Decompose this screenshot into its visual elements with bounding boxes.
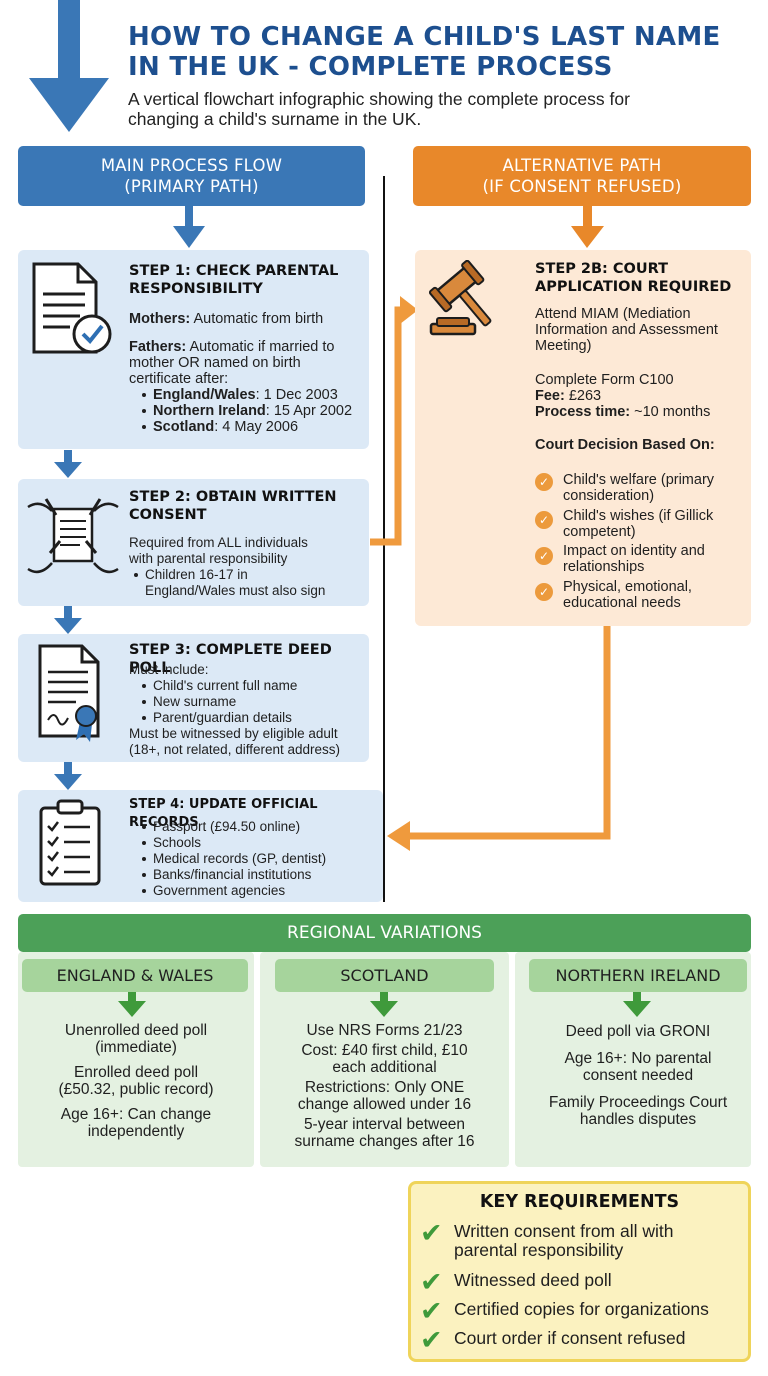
- down-arrow-icon: [118, 992, 146, 1017]
- list-item: ✔ Certified copies for organizations: [420, 1296, 709, 1327]
- list-item: Northern Ireland: 15 Apr 2002: [129, 403, 364, 419]
- check-icon: ✔: [420, 1218, 443, 1249]
- list-item: ✔ Court order if consent refused: [420, 1325, 686, 1356]
- down-arrow-icon: [370, 992, 398, 1017]
- step4-list: Passport (£94.50 online) Schools Medical…: [129, 819, 379, 899]
- check-icon: ✓: [535, 473, 553, 491]
- signing-hands-icon: [27, 498, 119, 574]
- step3-body: Must include: Child's current full name …: [129, 662, 369, 758]
- list-item: New surname: [129, 694, 369, 710]
- region-scotland: SCOTLAND Use NRS Forms 21/23 Cost: £40 f…: [260, 952, 509, 1167]
- list-item: ✔ Witnessed deed poll: [420, 1267, 612, 1298]
- list-item: Passport (£94.50 online): [129, 819, 379, 835]
- list-item: Medical records (GP, dentist): [129, 851, 379, 867]
- check-icon: ✓: [535, 547, 553, 565]
- gavel-icon: [428, 260, 492, 336]
- list-item: ✓ Physical, emotional,educational needs: [535, 579, 745, 615]
- regional-header: REGIONAL VARIATIONS: [18, 914, 751, 952]
- alternative-path-header: ALTERNATIVE PATH(IF CONSENT REFUSED): [413, 146, 751, 206]
- page-title: HOW TO CHANGE A CHILD'S LAST NAME IN THE…: [128, 22, 721, 82]
- list-item: England/Wales: 1 Dec 2003: [129, 387, 364, 403]
- down-arrow-icon: [623, 992, 651, 1017]
- region-tab-northern-ireland: NORTHERN IRELAND: [529, 959, 747, 992]
- region-ni-text: Deed poll via GRONI Age 16+: No parental…: [548, 1023, 728, 1128]
- step3-title: STEP 3: COMPLETE DEED POLL: [129, 642, 332, 676]
- main-process-header: MAIN PROCESS FLOW(PRIMARY PATH): [18, 146, 365, 206]
- key-requirements-title: KEY REQUIREMENTS: [479, 1192, 680, 1212]
- list-item: Government agencies: [129, 883, 379, 899]
- column-divider: [383, 176, 385, 902]
- step1-body: Mothers: Automatic from birth Fathers: A…: [129, 311, 364, 435]
- region-northern-ireland: NORTHERN IRELAND Deed poll via GRONI Age…: [515, 952, 751, 1167]
- step2b-body: Attend MIAM (Mediation Information and A…: [535, 306, 718, 453]
- list-item: Banks/financial institutions: [129, 867, 379, 883]
- key-requirements-box: [408, 1181, 751, 1362]
- clipboard-checklist-icon: [39, 799, 101, 886]
- page-subtitle: A vertical flowchart infographic showing…: [128, 89, 630, 129]
- list-item: Scotland: 4 May 2006: [129, 419, 364, 435]
- step2-body: Required from ALL individuals with paren…: [129, 535, 364, 599]
- deed-document-icon: [38, 644, 100, 742]
- list-item: Parent/guardian details: [129, 710, 369, 726]
- check-icon: ✔: [420, 1325, 443, 1356]
- check-icon: ✓: [535, 583, 553, 601]
- step4-title: STEP 4: UPDATE OFFICIAL RECORDS: [129, 797, 318, 830]
- region-england-text: Unenrolled deed poll (immediate) Enrolle…: [58, 1022, 214, 1140]
- big-down-arrow-icon: [29, 0, 109, 132]
- check-icon: ✔: [420, 1267, 443, 1298]
- region-tab-england-wales: ENGLAND & WALES: [22, 959, 248, 992]
- list-item: Schools: [129, 835, 379, 851]
- list-item: Child's current full name: [129, 678, 369, 694]
- region-england-wales: ENGLAND & WALES Unenrolled deed poll (im…: [18, 952, 254, 1167]
- step4-card: STEP 4: UPDATE OFFICIAL RECORDS Passport…: [18, 790, 383, 902]
- document-check-icon: [32, 262, 112, 354]
- check-icon: ✓: [535, 511, 553, 529]
- step3-card: STEP 3: COMPLETE DEED POLL Must include:…: [18, 634, 369, 762]
- check-icon: ✔: [420, 1296, 443, 1327]
- region-tab-scotland: SCOTLAND: [275, 959, 494, 992]
- region-scotland-text: Use NRS Forms 21/23 Cost: £40 first chil…: [294, 1022, 475, 1150]
